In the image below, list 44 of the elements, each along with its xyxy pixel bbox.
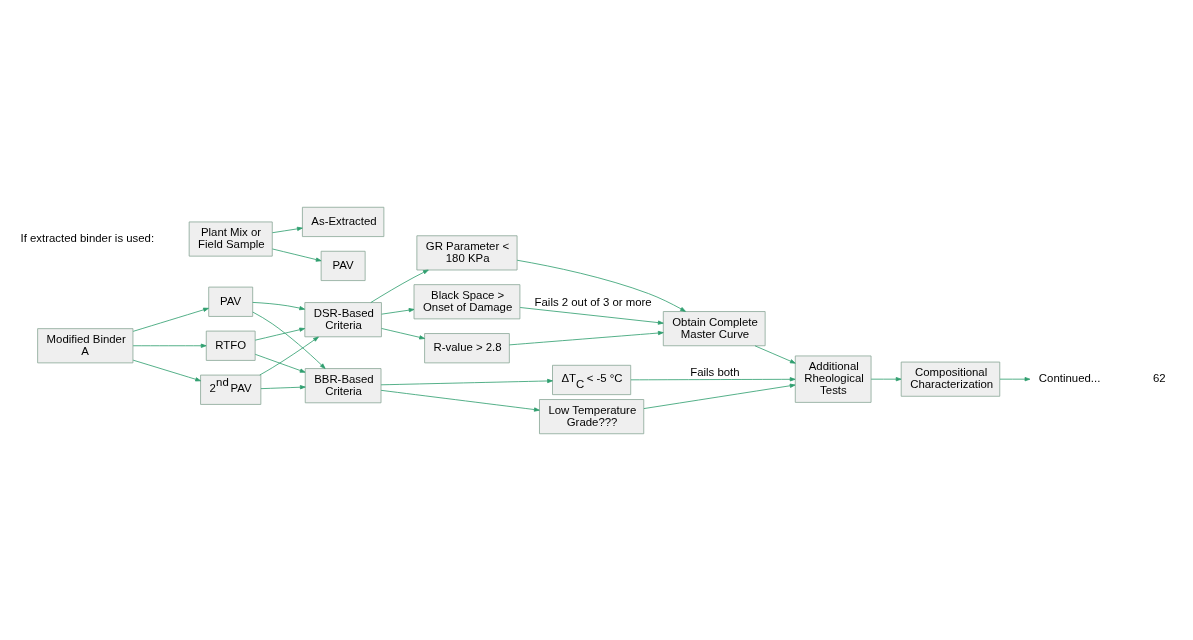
node-box: Compositional Characterization: [900, 361, 1001, 397]
arrow: [516, 259, 686, 312]
node-box: R-value > 2.8: [424, 332, 510, 363]
arrow: [380, 389, 540, 412]
arrow: [254, 327, 306, 341]
node-box: Low Temperature Grade???: [539, 398, 645, 434]
node-box: PAV: [208, 286, 254, 317]
node-box: Modified Binder A: [37, 327, 134, 363]
arrow: [260, 384, 306, 389]
node-text: Continued...: [1038, 371, 1101, 384]
node-box: Plant Mix or Field Sample: [188, 221, 273, 257]
arrow: [370, 269, 429, 303]
node-box: BBR-Based Criteria: [304, 367, 382, 403]
arrow: [259, 336, 319, 375]
arrow: [381, 327, 425, 339]
arrow: [132, 307, 209, 332]
node-box: GR Parameter < 180 KPa: [416, 234, 518, 270]
arrow: [252, 301, 306, 310]
edge-label: Fails 2 out of 3 or more: [534, 295, 652, 308]
arrow: [272, 248, 322, 262]
node-box: Black Space > Onset of Damage: [413, 283, 521, 319]
node-box: PAV: [320, 250, 366, 281]
node-box: Obtain Complete Master Curve: [662, 310, 766, 346]
arrow: [509, 330, 664, 345]
arrow: [381, 307, 415, 315]
edge-label: Fails both: [690, 365, 740, 378]
arrow: [272, 226, 303, 233]
arrow: [519, 306, 664, 325]
label: 62: [1152, 371, 1166, 384]
arrow: [754, 345, 796, 364]
node-box: RTFO: [205, 330, 256, 361]
node-box: As-Extracted: [302, 206, 385, 237]
arrow: [630, 376, 796, 381]
arrow: [870, 376, 902, 381]
arrow: [380, 378, 553, 385]
node-box: Additional Rheological Tests: [794, 355, 872, 403]
arrow: [254, 353, 306, 373]
arrow: [643, 383, 796, 409]
arrow: [132, 359, 201, 381]
label: If extracted binder is used:: [20, 231, 155, 244]
arrow: [999, 376, 1031, 381]
arrow: [132, 343, 207, 348]
arrow: [252, 311, 326, 369]
node-box: DSR-Based Criteria: [304, 301, 382, 337]
